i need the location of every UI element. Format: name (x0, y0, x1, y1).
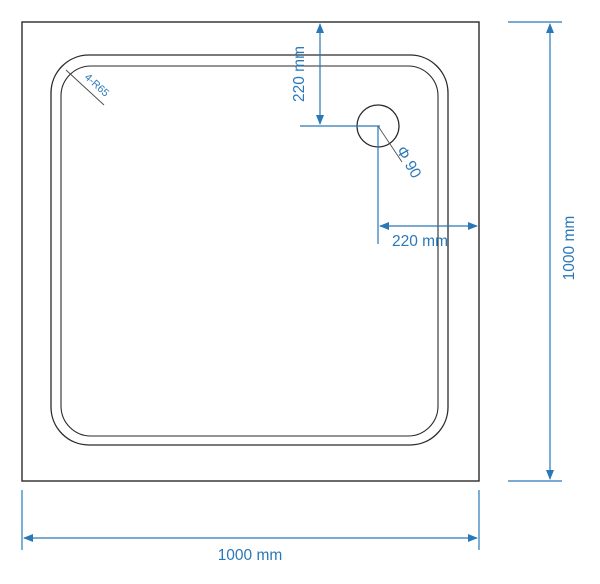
drain-right-offset-label: 220 mm (392, 233, 448, 250)
tray-outer-edge (21, 21, 480, 482)
drain-top-offset-label: 220 mm (291, 46, 308, 102)
width-label: 1000 mm (218, 547, 283, 564)
basin-outer-rim (50, 54, 449, 446)
basin-inner-rim (60, 65, 439, 437)
height-label: 1000 mm (561, 216, 578, 281)
drain-diameter-label: Φ 90 (393, 144, 425, 182)
drain-diameter-leader (377, 125, 403, 163)
corner-radius-label: 4-R65 (82, 71, 111, 99)
corner-radius-leader (65, 69, 105, 106)
